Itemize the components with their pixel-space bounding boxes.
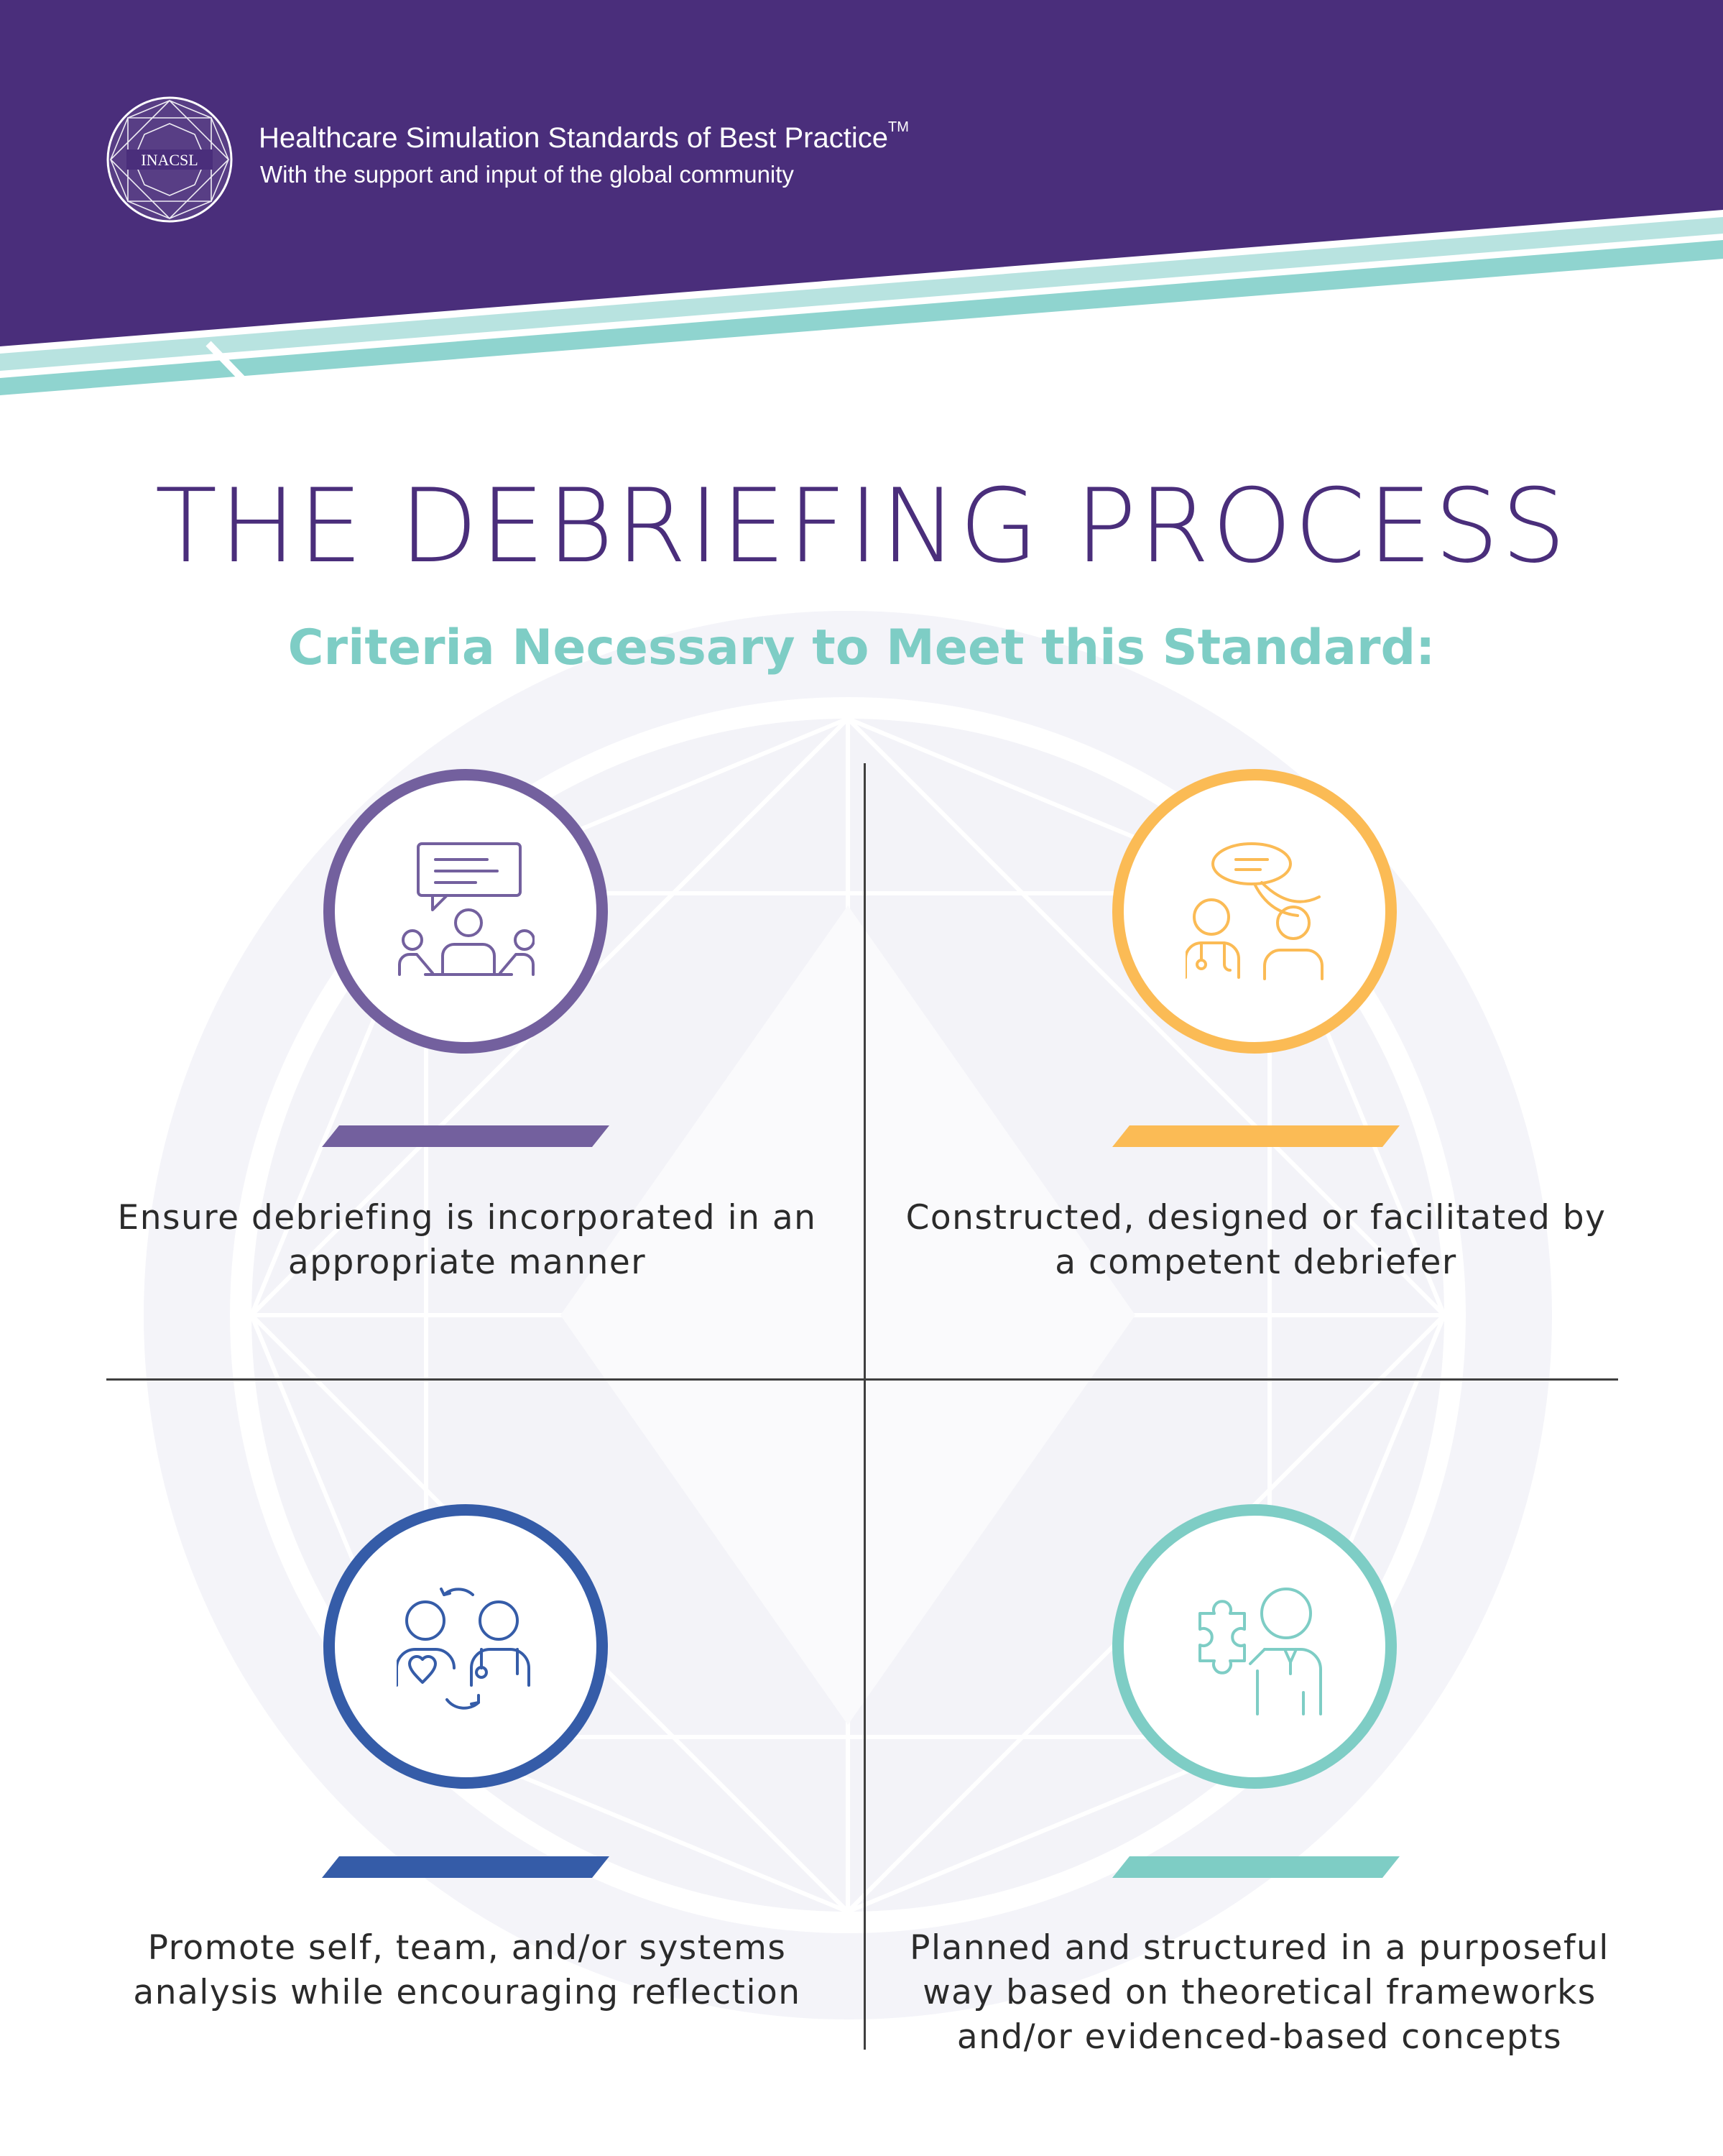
criterion-2-circle — [1112, 769, 1397, 1054]
criterion-4-text: Planned and structured in a purposeful w… — [910, 1928, 1609, 2057]
criterion-1-circle — [323, 769, 608, 1054]
criterion-2-bar — [1112, 1125, 1400, 1147]
criterion-4-bar — [1112, 1856, 1400, 1878]
criterion-4-circle — [1112, 1504, 1397, 1789]
criterion-3-text: Promote self, team, and/or systems analy… — [133, 1928, 801, 2012]
criterion-1-text: Ensure debriefing is incorporated in an … — [117, 1198, 817, 1282]
puzzle-person-icon — [1198, 1588, 1322, 1715]
inacsl-logo: INACSL — [106, 96, 233, 223]
logo-text: INACSL — [141, 151, 198, 169]
page-title: THE DEBRIEFING PROCESS — [154, 467, 1569, 586]
vertical-divider — [864, 763, 866, 2050]
brand-title: Healthcare Simulation Standards of Best … — [259, 119, 909, 154]
criterion-1-bar — [322, 1125, 609, 1147]
criteria-heading: Criteria Necessary to Meet this Standard… — [287, 619, 1436, 676]
brand-subtitle: With the support and input of the global… — [260, 161, 794, 188]
group-discussion-icon — [398, 842, 535, 976]
clinician-conversation-icon — [1186, 842, 1324, 980]
horizontal-divider — [106, 1378, 1618, 1381]
criterion-3-bar — [322, 1856, 609, 1878]
reflection-exchange-icon — [397, 1588, 530, 1710]
trademark-mark: TM — [888, 119, 909, 135]
header-banner — [0, 0, 1723, 395]
criterion-3-circle — [323, 1504, 608, 1789]
criterion-2-text: Constructed, designed or facilitated by … — [905, 1198, 1607, 1282]
